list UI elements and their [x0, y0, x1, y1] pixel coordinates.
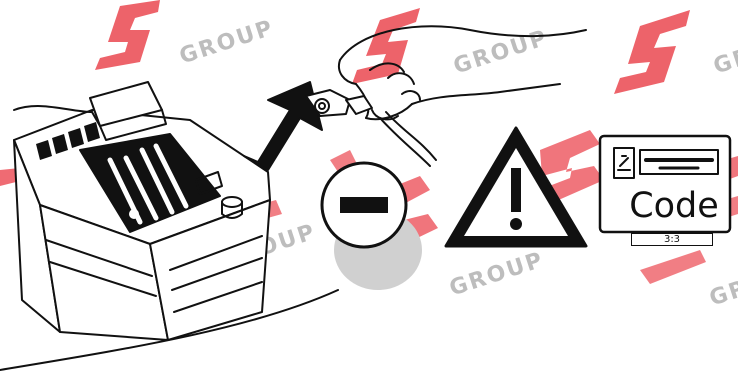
- hand-with-clamp-icon: [306, 26, 586, 166]
- code-sub-label: 3:3: [631, 233, 713, 246]
- warning-triangle-icon: [446, 128, 586, 246]
- battery-icon: [14, 82, 270, 340]
- code-label: Code: [626, 186, 722, 226]
- negative-terminal-minus-icon: [322, 163, 422, 290]
